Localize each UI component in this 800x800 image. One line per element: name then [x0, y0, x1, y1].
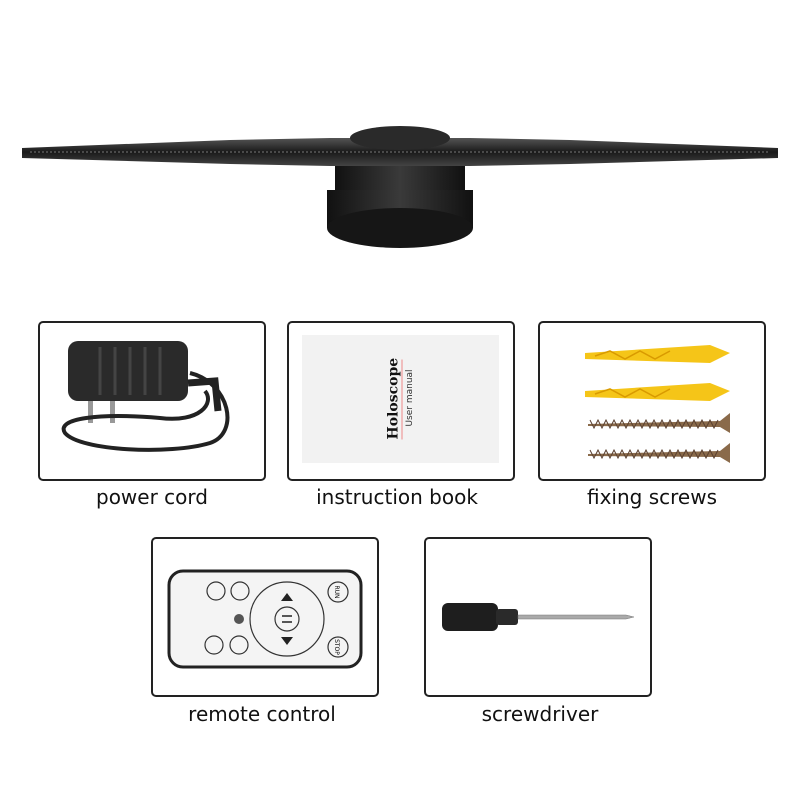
remote-control-card: RUN STOP: [151, 537, 379, 697]
stop-button-label: STOP: [333, 639, 340, 655]
instruction-book-card: Holoscope User manual: [287, 321, 515, 481]
run-button-label: RUN: [333, 585, 340, 598]
fixing-screws-label: fixing screws: [587, 485, 717, 509]
hologram-fan-illustration: [22, 126, 778, 248]
manual-title: Holoscope: [385, 357, 403, 440]
screwdriver-card: [424, 537, 652, 697]
manual-cover: Holoscope User manual: [302, 335, 499, 463]
screws-and-anchors-image: [585, 345, 730, 463]
remote-control-label: remote control: [188, 702, 336, 726]
hologram-fan-device: [0, 100, 800, 260]
manual-subtitle: User manual: [405, 369, 415, 427]
instruction-book-label: instruction book: [316, 485, 478, 509]
wall-anchor: [585, 345, 730, 401]
power-cord-card: [38, 321, 266, 481]
fixing-screws-card: [538, 321, 766, 481]
power-adapter-image: [61, 341, 230, 452]
screwdriver-label: screwdriver: [481, 702, 599, 726]
power-cord-label: power cord: [96, 485, 208, 509]
remote-control-image: RUN STOP: [167, 569, 363, 669]
screwdriver-image: [442, 603, 635, 631]
